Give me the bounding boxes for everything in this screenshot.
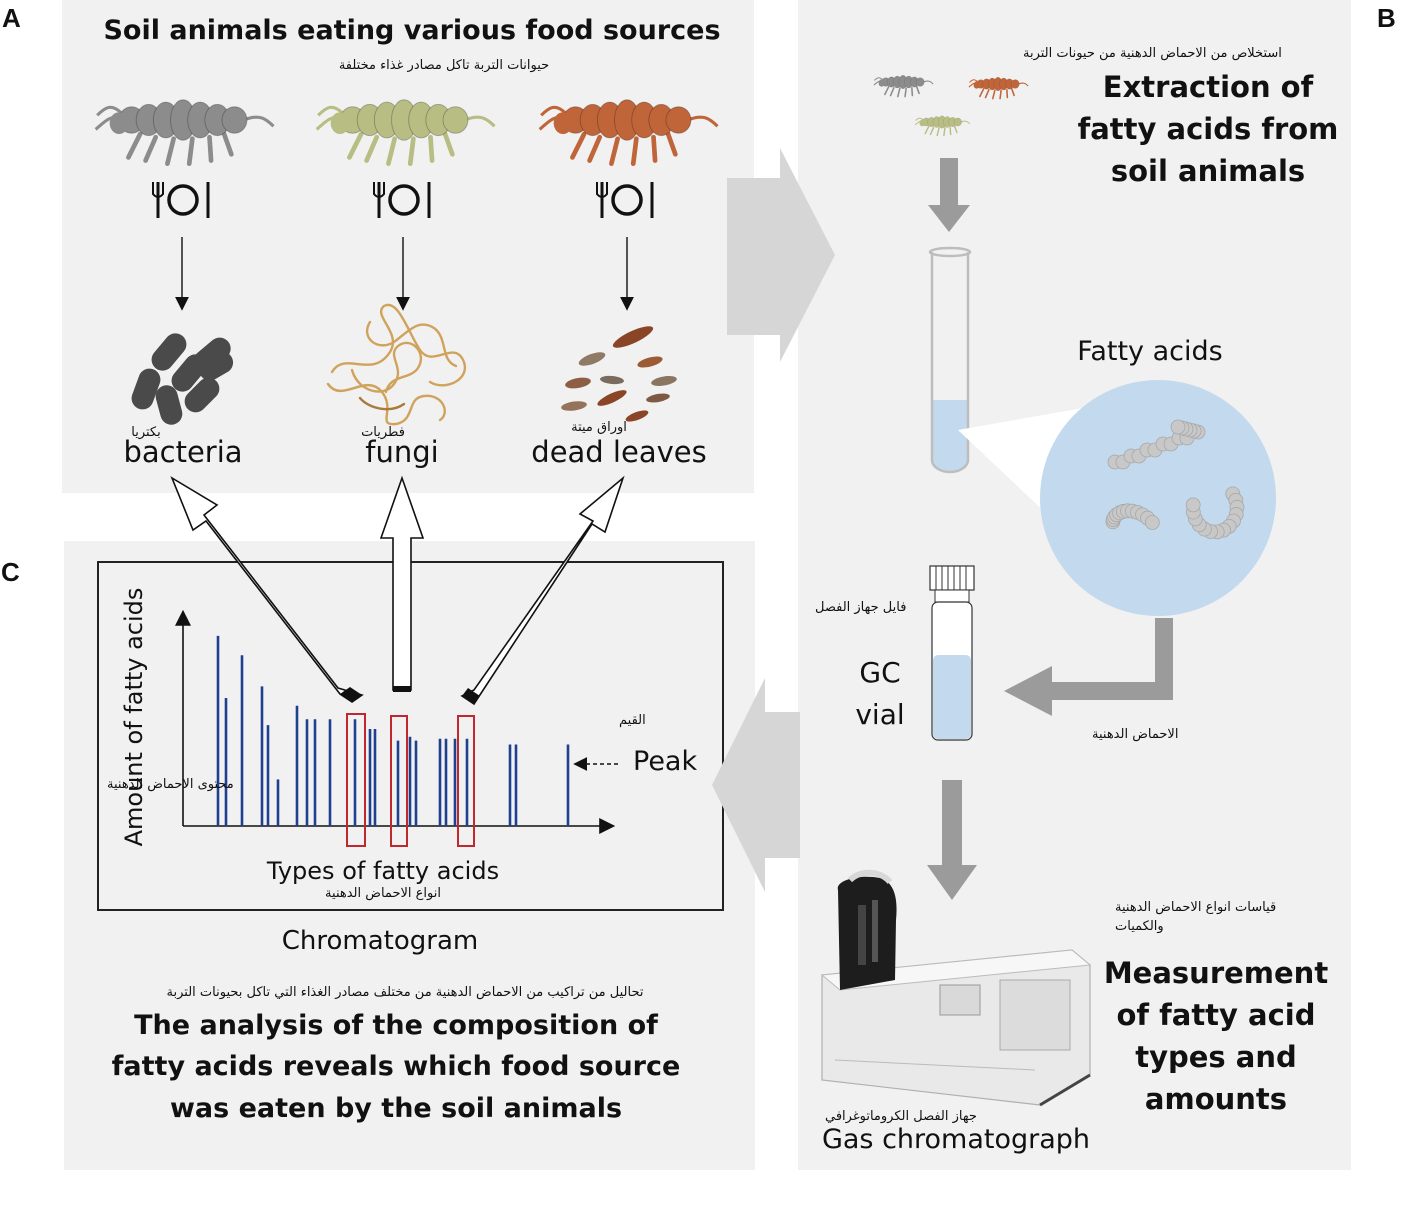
gas-chromatograph-label: Gas chromatograph xyxy=(821,1124,1091,1155)
link-arrow-fungi xyxy=(379,475,425,691)
panel-letter-b: B xyxy=(1377,3,1396,33)
dead-leaves-illustration xyxy=(561,326,677,422)
highlighted-peaks xyxy=(346,713,475,847)
extraction-title-line-1: Extraction of xyxy=(1102,70,1314,104)
chromatogram-label: Chromatogram xyxy=(281,926,479,956)
highlight-box-0 xyxy=(346,713,366,847)
analysis-arabic: تحاليل من تراكيب من الاحماض الدهنية من م… xyxy=(166,985,644,1000)
gc-vial-label-line-1: GC xyxy=(859,656,901,689)
gas-chromatograph-arabic: جهاز الفصل الكروماتوغرافي xyxy=(825,1109,977,1124)
fungi-label: fungi xyxy=(365,435,439,469)
bacteria-label: bacteria xyxy=(123,435,243,469)
x-axis-label: Types of fatty acids xyxy=(266,857,500,885)
soil-animals-row xyxy=(94,99,719,167)
plate-icon-1 xyxy=(373,182,431,218)
animal-orange xyxy=(538,99,719,167)
measurement-arabic-line-2: والكميات xyxy=(1115,919,1164,934)
link-arrow-bacteria xyxy=(170,476,364,703)
dead-leaves-label: dead leaves xyxy=(531,435,707,469)
measurement-line-4: amounts xyxy=(1144,1082,1288,1116)
small-animal-gray xyxy=(873,75,934,98)
link-arrows xyxy=(170,475,625,706)
extraction-title-arabic: استخلاص من الاحماض الدهنية من حيونات الت… xyxy=(1023,46,1282,61)
measurement-line-3: types and xyxy=(1135,1040,1297,1074)
animal-gray xyxy=(94,99,275,167)
measurement-line-2: of fatty acid xyxy=(1116,998,1316,1032)
small-animal-orange xyxy=(968,77,1029,100)
gc-vial xyxy=(929,565,975,741)
analysis-line-3: was eaten by the soil animals xyxy=(169,1093,623,1124)
arrow-down-to-gc xyxy=(927,780,977,900)
extraction-title-line-3: soil animals xyxy=(1110,154,1306,188)
panel-letter-c: C xyxy=(1,557,20,587)
test-tube xyxy=(928,246,972,474)
gc-vial-label-line-2: vial xyxy=(855,698,905,731)
plate-icon-0 xyxy=(152,182,210,218)
dead-leaves-label-arabic: اوراق ميتة xyxy=(571,420,627,435)
measurement-line-1: Measurement xyxy=(1103,956,1329,990)
panel-a-title-arabic: حيوانات التربة تاكل مصادر غذاء مختلفة xyxy=(338,58,550,73)
chromatogram-peaks xyxy=(216,635,570,826)
fatty-acids-arabic: الاحماض الدهنية xyxy=(1092,727,1179,742)
bacteria-illustration xyxy=(131,333,234,425)
gas-chromatograph-illustration xyxy=(820,869,1092,1107)
analysis-line-1: The analysis of the composition of xyxy=(134,1010,658,1041)
arrow-down-to-tube xyxy=(928,158,970,232)
animal-green xyxy=(315,99,496,167)
fatty-acid-zoom-circle xyxy=(1040,380,1276,616)
peak-label-arabic: القيم xyxy=(619,713,646,728)
arrow-to-gc-vial xyxy=(1004,618,1173,716)
small-animal-green xyxy=(914,115,971,137)
fatty-acids-label: Fatty acids xyxy=(1077,336,1223,367)
bacteria-label-arabic: بكتريا xyxy=(131,425,161,440)
highlight-box-2 xyxy=(457,715,475,847)
link-arrow-dead-leaves xyxy=(460,475,625,706)
process-arrow-b-to-c xyxy=(712,678,800,892)
gc-vial-label-arabic: فايل جهاز الفصل xyxy=(815,600,907,615)
plate-icon-2 xyxy=(596,182,654,218)
panel-a-title: Soil animals eating various food sources xyxy=(103,15,721,46)
extraction-title-line-2: fatty acids from xyxy=(1077,112,1339,146)
panel-letter-a: A xyxy=(2,3,21,33)
x-axis-label-arabic: انواع الاحماض الدهنية xyxy=(325,886,441,901)
peak-label: Peak xyxy=(633,746,698,777)
measurement-arabic-line-1: قياسات انواع الاحماض الدهنية xyxy=(1115,900,1277,915)
fatty-acid-molecules xyxy=(1105,419,1245,540)
y-axis-label-arabic: محتوى الاحماض الدهنية xyxy=(107,777,234,792)
small-soil-animals xyxy=(873,75,1029,137)
plate-icons xyxy=(152,182,654,218)
process-arrow-a-to-b xyxy=(727,148,835,362)
analysis-line-2: fatty acids reveals which food source xyxy=(111,1051,681,1082)
fungi-label-arabic: فطريات xyxy=(361,425,405,440)
y-axis-label: Amount of fatty acids xyxy=(120,587,148,847)
highlight-box-1 xyxy=(390,715,408,847)
fungi-illustration xyxy=(326,303,466,426)
